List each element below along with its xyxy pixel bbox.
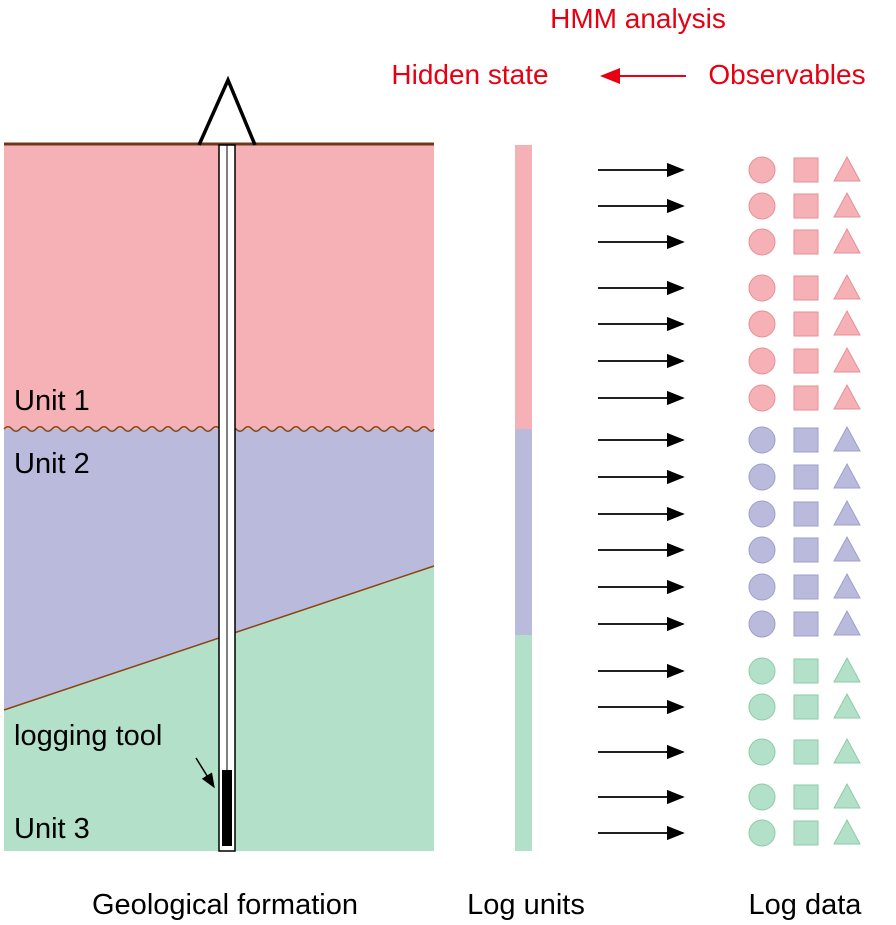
triangle-icon (833, 737, 861, 764)
log-unit2-segment (515, 429, 532, 635)
circle-icon (748, 347, 776, 375)
triangle-icon (833, 462, 861, 489)
square-icon (793, 385, 819, 411)
triangle-icon (833, 782, 861, 809)
logging-tool-pointer (195, 757, 215, 789)
circle-icon (748, 192, 776, 220)
logging-tool (222, 770, 232, 846)
square-icon (793, 501, 819, 527)
square-icon (793, 193, 819, 219)
triangle-icon (833, 692, 861, 719)
logging-tool-label: logging tool (14, 720, 162, 752)
triangle-icon (833, 656, 861, 683)
triangle-icon (833, 499, 861, 526)
log-data-label: Log data (749, 889, 863, 921)
unit3-label: Unit 3 (14, 813, 90, 845)
circle-icon (748, 156, 776, 184)
circle-icon (748, 610, 776, 638)
unit1-label: Unit 1 (14, 385, 90, 417)
triangle-icon (833, 609, 861, 636)
circle-icon (748, 536, 776, 564)
circle-icon (748, 693, 776, 721)
log-unit1-segment (515, 145, 532, 429)
log-units-label: Log units (467, 889, 585, 921)
square-icon (793, 820, 819, 846)
circle-icon (748, 738, 776, 766)
circle-icon (748, 500, 776, 528)
triangle-icon (833, 535, 861, 562)
circle-icon (748, 426, 776, 454)
square-icon (793, 739, 819, 765)
square-icon (793, 464, 819, 490)
triangle-icon (833, 818, 861, 845)
circle-icon (748, 274, 776, 302)
hidden-state-label: Hidden state (391, 59, 548, 90)
circle-icon (748, 228, 776, 256)
triangle-icon (833, 155, 861, 182)
observables-label: Observables (708, 59, 865, 90)
square-icon (793, 611, 819, 637)
square-icon (793, 348, 819, 374)
log-unit3-segment (515, 635, 532, 851)
square-icon (793, 311, 819, 337)
geological-formation-label: Geological formation (92, 889, 358, 921)
square-icon (793, 537, 819, 563)
circle-icon (748, 463, 776, 491)
circle-icon (748, 384, 776, 412)
square-icon (793, 157, 819, 183)
square-icon (793, 694, 819, 720)
square-icon (793, 275, 819, 301)
triangle-icon (833, 227, 861, 254)
triangle-icon (833, 346, 861, 373)
square-icon (793, 658, 819, 684)
unit2-label: Unit 2 (14, 448, 90, 480)
triangle-icon (833, 572, 861, 599)
derrick-icon (197, 75, 257, 146)
circle-icon (748, 783, 776, 811)
log-data-rows (598, 155, 861, 847)
square-icon (793, 574, 819, 600)
square-icon (793, 427, 819, 453)
hmm-analysis-title: HMM analysis (550, 3, 726, 34)
triangle-icon (833, 191, 861, 218)
square-icon (793, 229, 819, 255)
triangle-icon (833, 425, 861, 452)
triangle-icon (833, 309, 861, 336)
triangle-icon (833, 383, 861, 410)
circle-icon (748, 819, 776, 847)
circle-icon (748, 657, 776, 685)
circle-icon (748, 573, 776, 601)
triangle-icon (833, 273, 861, 300)
circle-icon (748, 310, 776, 338)
square-icon (793, 784, 819, 810)
